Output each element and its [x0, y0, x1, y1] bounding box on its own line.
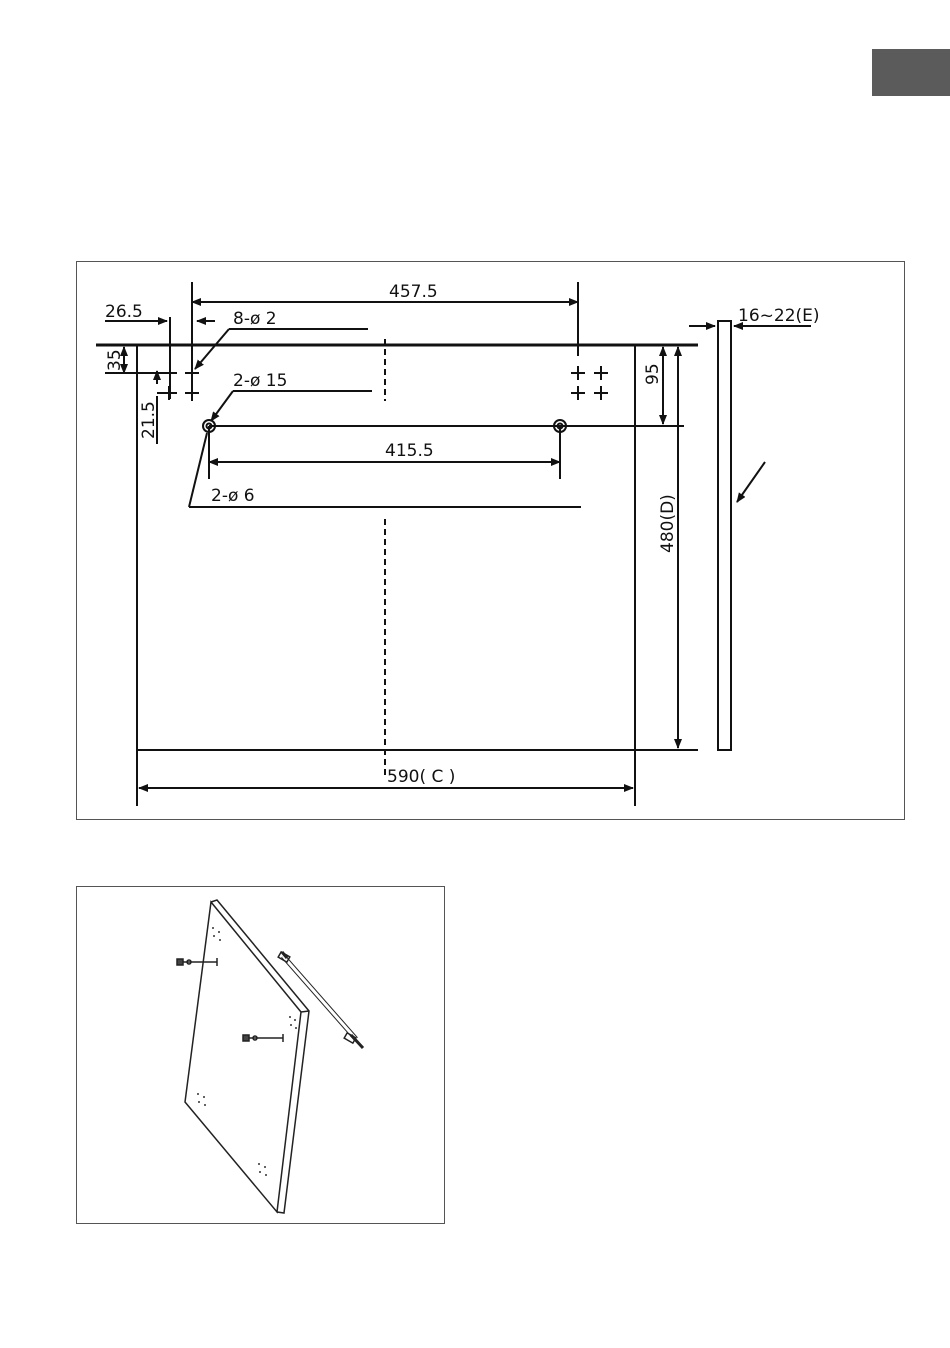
door-panel-icon [185, 902, 301, 1212]
label-16-22-e: 16~22(E) [738, 306, 820, 326]
label-590-c: 590( C ) [387, 767, 455, 787]
label-457-5: 457.5 [389, 282, 438, 302]
label-8-phi-2: 8-ø 2 [233, 309, 277, 329]
label-21-5: 21.5 [139, 401, 159, 439]
label-2-phi-6: 2-ø 6 [211, 486, 255, 506]
handle-assembly-frame [76, 886, 445, 1224]
label-35: 35 [105, 349, 125, 371]
section-tab [872, 49, 950, 96]
handle-assembly-illustration [77, 887, 446, 1225]
label-415-5: 415.5 [385, 441, 434, 461]
label-95: 95 [643, 363, 663, 385]
drilling-diagram: 457.5 26.5 8-ø 2 16~22(E) 35 95 2-ø 15 2… [77, 262, 906, 821]
side-board [718, 321, 731, 750]
drilling-diagram-frame: 457.5 26.5 8-ø 2 16~22(E) 35 95 2-ø 15 2… [76, 261, 905, 820]
label-480-d: 480(D) [658, 494, 678, 553]
label-2-phi-15: 2-ø 15 [233, 371, 287, 391]
label-26-5: 26.5 [105, 302, 143, 322]
